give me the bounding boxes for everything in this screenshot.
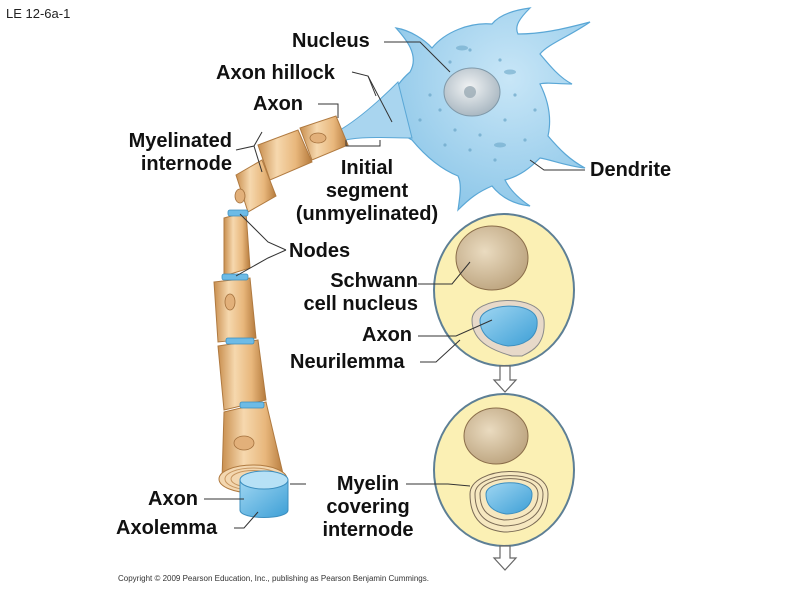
down-arrow-1	[492, 365, 518, 393]
label-axon-bottom: Axon	[148, 488, 198, 510]
label-nodes: Nodes	[289, 240, 351, 262]
label-axolemma: Axolemma	[116, 517, 218, 539]
label-myelin-covering: Myelin covering internode	[322, 473, 414, 541]
down-arrow-2	[492, 545, 518, 571]
copyright-notice: Copyright © 2009 Pearson Education, Inc.…	[118, 574, 429, 583]
nodes-of-ranvier	[221, 209, 265, 409]
leader-lines	[204, 41, 585, 529]
sheath-nuclei	[224, 132, 327, 451]
label-axon-top: Axon	[253, 93, 303, 115]
schwann-cross-section-1	[433, 213, 575, 367]
label-myelinated-internode: Myelinated internode	[128, 130, 232, 175]
schwann-cross-section-2	[433, 393, 575, 547]
figure-reference: LE 12-6a-1	[6, 6, 71, 21]
label-axon-mid: Axon	[362, 324, 412, 346]
label-axon-hillock: Axon hillock	[216, 62, 335, 84]
axon-end	[239, 470, 289, 518]
soma-nucleus	[443, 67, 501, 117]
label-dendrite: Dendrite	[590, 159, 672, 181]
label-initial-segment: Initial segment (unmyelinated)	[295, 157, 439, 225]
label-schwann-nucleus: Schwann cell nucleus	[303, 270, 419, 315]
label-nucleus: Nucleus	[292, 30, 370, 52]
label-neurilemma: Neurilemma	[290, 351, 405, 373]
